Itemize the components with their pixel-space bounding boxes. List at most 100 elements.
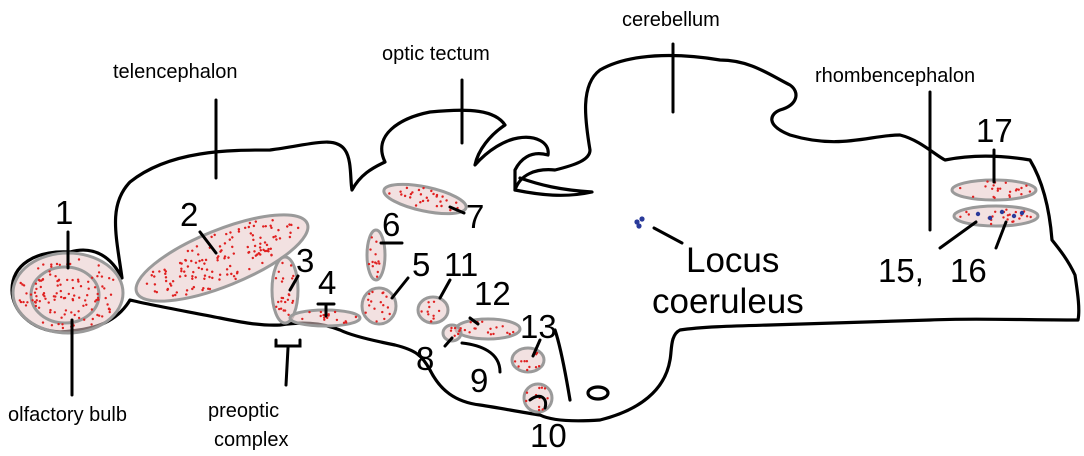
neuron-dot — [38, 307, 40, 309]
neuron-dot — [38, 279, 40, 281]
neuron-dot — [382, 304, 384, 306]
neuron-dot — [1020, 187, 1022, 189]
neuron-dot — [281, 262, 283, 264]
neuron-dot — [63, 313, 65, 315]
neuron-dot — [990, 223, 992, 225]
neuron-dot — [109, 311, 111, 313]
neuron-dot — [63, 297, 65, 299]
neuron-dot — [1030, 216, 1032, 218]
neuron-dot — [984, 185, 986, 187]
neuron-dot — [538, 409, 540, 411]
neuron-dot — [487, 331, 489, 333]
preoptic-bracket — [276, 340, 300, 346]
neuron-dot — [51, 324, 53, 326]
neuron-dot — [103, 287, 105, 289]
neuron-dot — [481, 321, 483, 323]
neuron-dot — [112, 279, 114, 281]
neuron-dot — [292, 300, 294, 302]
neuron-dot — [965, 211, 967, 213]
number-4: 4 — [318, 264, 336, 301]
neuron-dot — [345, 321, 347, 323]
neuron-dot — [381, 311, 383, 313]
neuron-dot — [1011, 221, 1013, 223]
neuron-dot — [82, 305, 84, 307]
neuron-dot — [383, 318, 385, 320]
neuron-dot — [538, 365, 540, 367]
leader-5 — [392, 278, 408, 298]
label-optic-tectum: optic tectum — [382, 43, 490, 65]
neuron-dot — [468, 331, 470, 333]
neuron-dot — [525, 400, 527, 402]
neuron-dot — [368, 263, 370, 265]
neuron-dot — [277, 301, 279, 303]
neuron-dot — [96, 275, 98, 277]
number-12: 12 — [474, 275, 511, 312]
neuron-dot — [389, 313, 391, 315]
neuron-dot — [78, 317, 80, 319]
neuron-dot — [110, 294, 112, 296]
neuron-dot — [520, 360, 522, 362]
neuron-dot — [385, 296, 387, 298]
neuron-dot — [291, 277, 293, 279]
region-12 — [456, 319, 520, 339]
neuron-dot — [66, 279, 68, 281]
leader-locus — [654, 228, 682, 243]
neuron-dot — [492, 333, 494, 335]
neuron-dot — [370, 300, 372, 302]
neuron-dot — [993, 197, 995, 199]
neuron-dot — [278, 271, 280, 273]
neuron-dot — [371, 291, 373, 293]
neuron-dot — [292, 275, 294, 277]
neuron-dot — [73, 294, 75, 296]
number-10: 10 — [530, 417, 567, 454]
neuron-dot — [101, 285, 103, 287]
neuron-dot — [538, 406, 540, 408]
neuron-dot — [101, 315, 103, 317]
neuron-dot — [54, 295, 56, 297]
neuron-dot — [61, 323, 63, 325]
neuron-dot — [25, 304, 27, 306]
neuron-dot — [509, 333, 511, 335]
neuron-dot — [54, 275, 56, 277]
neuron-dot — [90, 323, 92, 325]
neuron-dot — [59, 284, 61, 286]
neuron-dot — [36, 299, 38, 301]
neuron-dot — [368, 293, 370, 295]
neuron-dot — [1007, 214, 1009, 216]
neuron-dot — [65, 309, 67, 311]
neuron-dot — [77, 279, 79, 281]
neuron-dot — [994, 211, 996, 213]
neuron-dot — [71, 279, 73, 281]
neuron-dot — [490, 333, 492, 335]
neuron-dot — [91, 277, 93, 279]
neuron-dot — [48, 301, 50, 303]
neuron-dot — [30, 293, 32, 295]
neuron-dot — [420, 310, 422, 312]
neuron-dot — [60, 296, 62, 298]
neuron-dot — [458, 330, 460, 332]
number-15: 15, — [878, 252, 924, 289]
neuron-dot — [35, 305, 37, 307]
number-13: 13 — [520, 308, 557, 345]
neuron-dot — [371, 261, 373, 263]
neuron-dot — [377, 271, 379, 273]
neuron-dot — [336, 319, 338, 321]
neuron-dot — [1005, 209, 1007, 211]
neuron-dot — [281, 280, 283, 282]
neuron-dot — [538, 387, 540, 389]
number-2: 2 — [180, 196, 198, 233]
neuron-dot — [56, 292, 58, 294]
neuron-dot — [1015, 211, 1017, 213]
neuron-dot — [94, 286, 96, 288]
neuron-dot — [506, 332, 508, 334]
leader-15 — [940, 222, 976, 248]
neuron-dot — [275, 277, 277, 279]
neuron-dot — [1009, 196, 1011, 198]
neuron-dot — [60, 290, 62, 292]
neuron-dot — [380, 301, 382, 303]
neuron-dot — [92, 318, 94, 320]
neuron-dot — [49, 309, 51, 311]
regions — [13, 179, 1038, 412]
neuron-dot — [495, 326, 497, 328]
neuron-dot — [433, 301, 435, 303]
